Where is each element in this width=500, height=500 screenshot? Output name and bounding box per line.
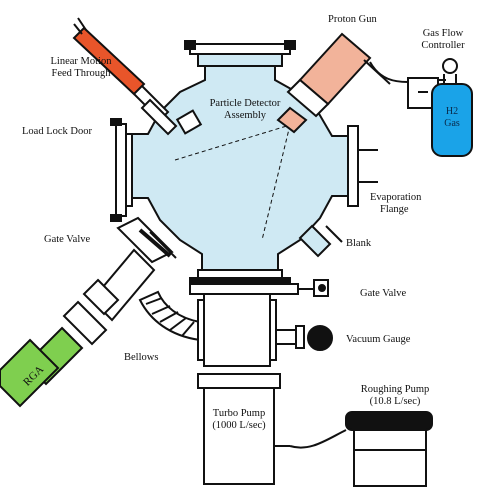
linear-motion-label: Linear Motion Feed Through [26, 56, 136, 80]
proton-gun-label: Proton Gun [328, 14, 377, 25]
linear-motion-line2: Feed Through [51, 68, 111, 79]
turbo-pump-label: Turbo Pump (1000 L/sec) [204, 408, 274, 432]
particle-detector-line2: Assembly [224, 110, 266, 121]
gas-flow-controller [369, 58, 458, 109]
evaporation-label: Evaporation Flange [370, 192, 421, 216]
proton-gun [276, 32, 391, 134]
rga-unit [0, 326, 84, 408]
particle-paths [174, 124, 291, 241]
bellows-label: Bellows [124, 352, 159, 363]
turbo-line2: (1000 L/sec) [212, 420, 266, 431]
turbo-line1: Turbo Pump [212, 408, 266, 419]
vacuum-gauge-label: Vacuum Gauge [346, 334, 411, 345]
roughing-line2: (10.8 L/sec) [369, 396, 421, 407]
pump-column [197, 293, 277, 367]
roughing-line1: Roughing Pump [360, 384, 430, 395]
gas-flow-line2: Controller [421, 40, 465, 51]
h2-line1: H2 [445, 106, 459, 117]
gas-flow-label: Gas Flow Controller [398, 28, 488, 52]
gate-valve-left-label: Gate Valve [44, 234, 91, 245]
bellows [138, 290, 201, 342]
particle-detector-line1: Particle Detector [209, 98, 281, 109]
bottom-flange [189, 269, 291, 285]
roughing-pump-label: Roughing Pump (10.8 L/sec) [340, 384, 450, 408]
particle-detector-label: Particle Detector Assembly [190, 98, 300, 122]
gate-valve-right-label: Gate Valve [360, 288, 407, 299]
load-lock-label: Load Lock Door [22, 126, 92, 137]
linear-motion-line1: Linear Motion [50, 56, 112, 67]
vacuum-gauge [275, 325, 333, 351]
load-lock-door [110, 118, 133, 222]
gate-valve-left [116, 216, 177, 264]
blank-label: Blank [346, 238, 372, 249]
evaporation-line2: Flange [380, 204, 409, 215]
top-flange [184, 40, 296, 67]
h2-tank-label: H2 Gas [432, 106, 472, 130]
roughing-pump [289, 411, 433, 487]
rga-arm [62, 248, 156, 346]
h2-tank [431, 83, 473, 157]
h2-line2: Gas [444, 118, 460, 129]
blank-port [298, 224, 343, 258]
evaporation-flange [347, 125, 378, 207]
turbo-pump [197, 373, 290, 485]
linear-motion-feedthrough [72, 17, 203, 136]
evaporation-line1: Evaporation [370, 192, 422, 203]
gas-flow-line1: Gas Flow [422, 28, 464, 39]
